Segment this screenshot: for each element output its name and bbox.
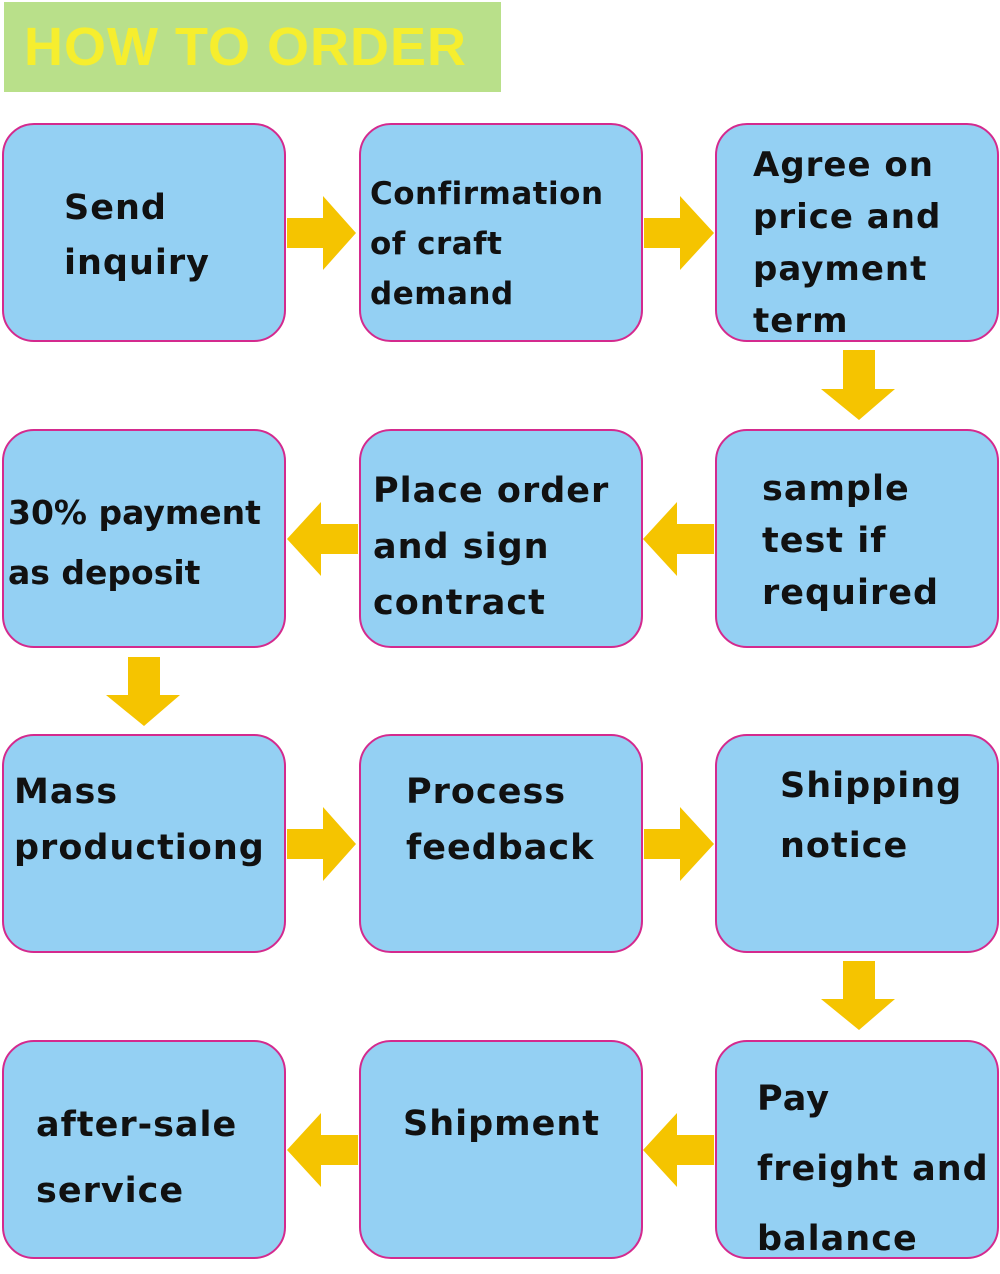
step-label-line: 30% payment bbox=[8, 493, 261, 532]
arrow-down-icon bbox=[106, 657, 180, 726]
step-box-send-inquiry: Send inquiry bbox=[2, 123, 286, 342]
arrow-left-icon bbox=[643, 1113, 714, 1187]
step-box-place-order-and-sign-contract: Place order and sign contract bbox=[359, 429, 643, 648]
step-label: Confirmation of craft demand bbox=[370, 169, 604, 319]
step-label-line: Pay bbox=[757, 1079, 831, 1119]
step-label-line: inquiry bbox=[64, 243, 210, 283]
step-label-line: sample bbox=[762, 469, 910, 509]
arrow-right-icon bbox=[287, 807, 356, 881]
step-box-pay-freight-and-balance: Pay freight and balance bbox=[715, 1040, 999, 1259]
step-label: Agree on price and payment term bbox=[753, 139, 941, 347]
arrow-right-icon bbox=[287, 196, 356, 270]
step-box-process-feedback: Process feedback bbox=[359, 734, 643, 953]
step-box-agree-on-price-and-payment-term: Agree on price and payment term bbox=[715, 123, 999, 342]
step-label: Mass productiong bbox=[14, 764, 265, 876]
step-label: 30% payment as deposit bbox=[8, 483, 261, 603]
step-label-line: and sign bbox=[373, 527, 550, 567]
step-box-mass-productiong: Mass productiong bbox=[2, 734, 286, 953]
step-label-line: Agree on bbox=[753, 145, 934, 185]
step-label-line: Shipping bbox=[780, 766, 963, 806]
arrow-down-icon bbox=[821, 961, 895, 1030]
title-banner: HOW TO ORDER bbox=[4, 2, 501, 92]
step-label: after-sale service bbox=[36, 1092, 237, 1224]
step-label-line: of craft bbox=[370, 226, 503, 262]
arrow-left-icon bbox=[287, 502, 358, 576]
step-label-line: Send bbox=[64, 188, 167, 228]
arrow-left-icon bbox=[287, 1113, 358, 1187]
step-label-line: price and bbox=[753, 197, 942, 237]
step-label-line: notice bbox=[780, 826, 909, 866]
step-label-line: required bbox=[762, 573, 940, 613]
step-label-line: term bbox=[753, 301, 849, 341]
step-label: Process feedback bbox=[406, 764, 594, 876]
step-label: sample test if required bbox=[762, 463, 939, 619]
step-label-line: after-sale bbox=[36, 1105, 238, 1145]
step-label-line: payment bbox=[753, 249, 928, 289]
step-label: Shipment bbox=[403, 1098, 600, 1150]
step-box-30-percent-payment-as-deposit: 30% payment as deposit bbox=[2, 429, 286, 648]
arrow-right-icon bbox=[644, 196, 714, 270]
step-label-line: productiong bbox=[14, 828, 265, 868]
arrow-down-icon bbox=[821, 350, 895, 420]
step-label-line: Confirmation bbox=[370, 176, 604, 212]
step-label-line: demand bbox=[370, 276, 514, 312]
step-box-after-sale-service: after-sale service bbox=[2, 1040, 286, 1259]
step-label-line: Mass bbox=[14, 772, 119, 812]
step-label-line: test if bbox=[762, 521, 887, 561]
page-title: HOW TO ORDER bbox=[24, 17, 467, 77]
step-label-line: Shipment bbox=[403, 1104, 601, 1144]
step-label-line: Process bbox=[406, 772, 567, 812]
step-label-line: Place order bbox=[373, 471, 610, 511]
step-label-line: contract bbox=[373, 583, 546, 623]
step-label-line: as deposit bbox=[8, 553, 201, 592]
step-label: Place order and sign contract bbox=[373, 463, 609, 631]
step-box-confirmation-of-craft-demand: Confirmation of craft demand bbox=[359, 123, 643, 342]
step-box-shipment: Shipment bbox=[359, 1040, 643, 1259]
step-label: Pay freight and balance bbox=[757, 1064, 989, 1274]
step-label-line: balance bbox=[757, 1219, 918, 1259]
step-label-line: freight and bbox=[757, 1149, 989, 1189]
arrow-right-icon bbox=[644, 807, 714, 881]
step-label: Send inquiry bbox=[64, 181, 210, 291]
step-box-sample-test-if-required: sample test if required bbox=[715, 429, 999, 648]
step-box-shipping-notice: Shipping notice bbox=[715, 734, 999, 953]
step-label-line: feedback bbox=[406, 828, 595, 868]
step-label-line: service bbox=[36, 1171, 185, 1211]
step-label: Shipping notice bbox=[780, 756, 962, 876]
arrow-left-icon bbox=[643, 502, 714, 576]
